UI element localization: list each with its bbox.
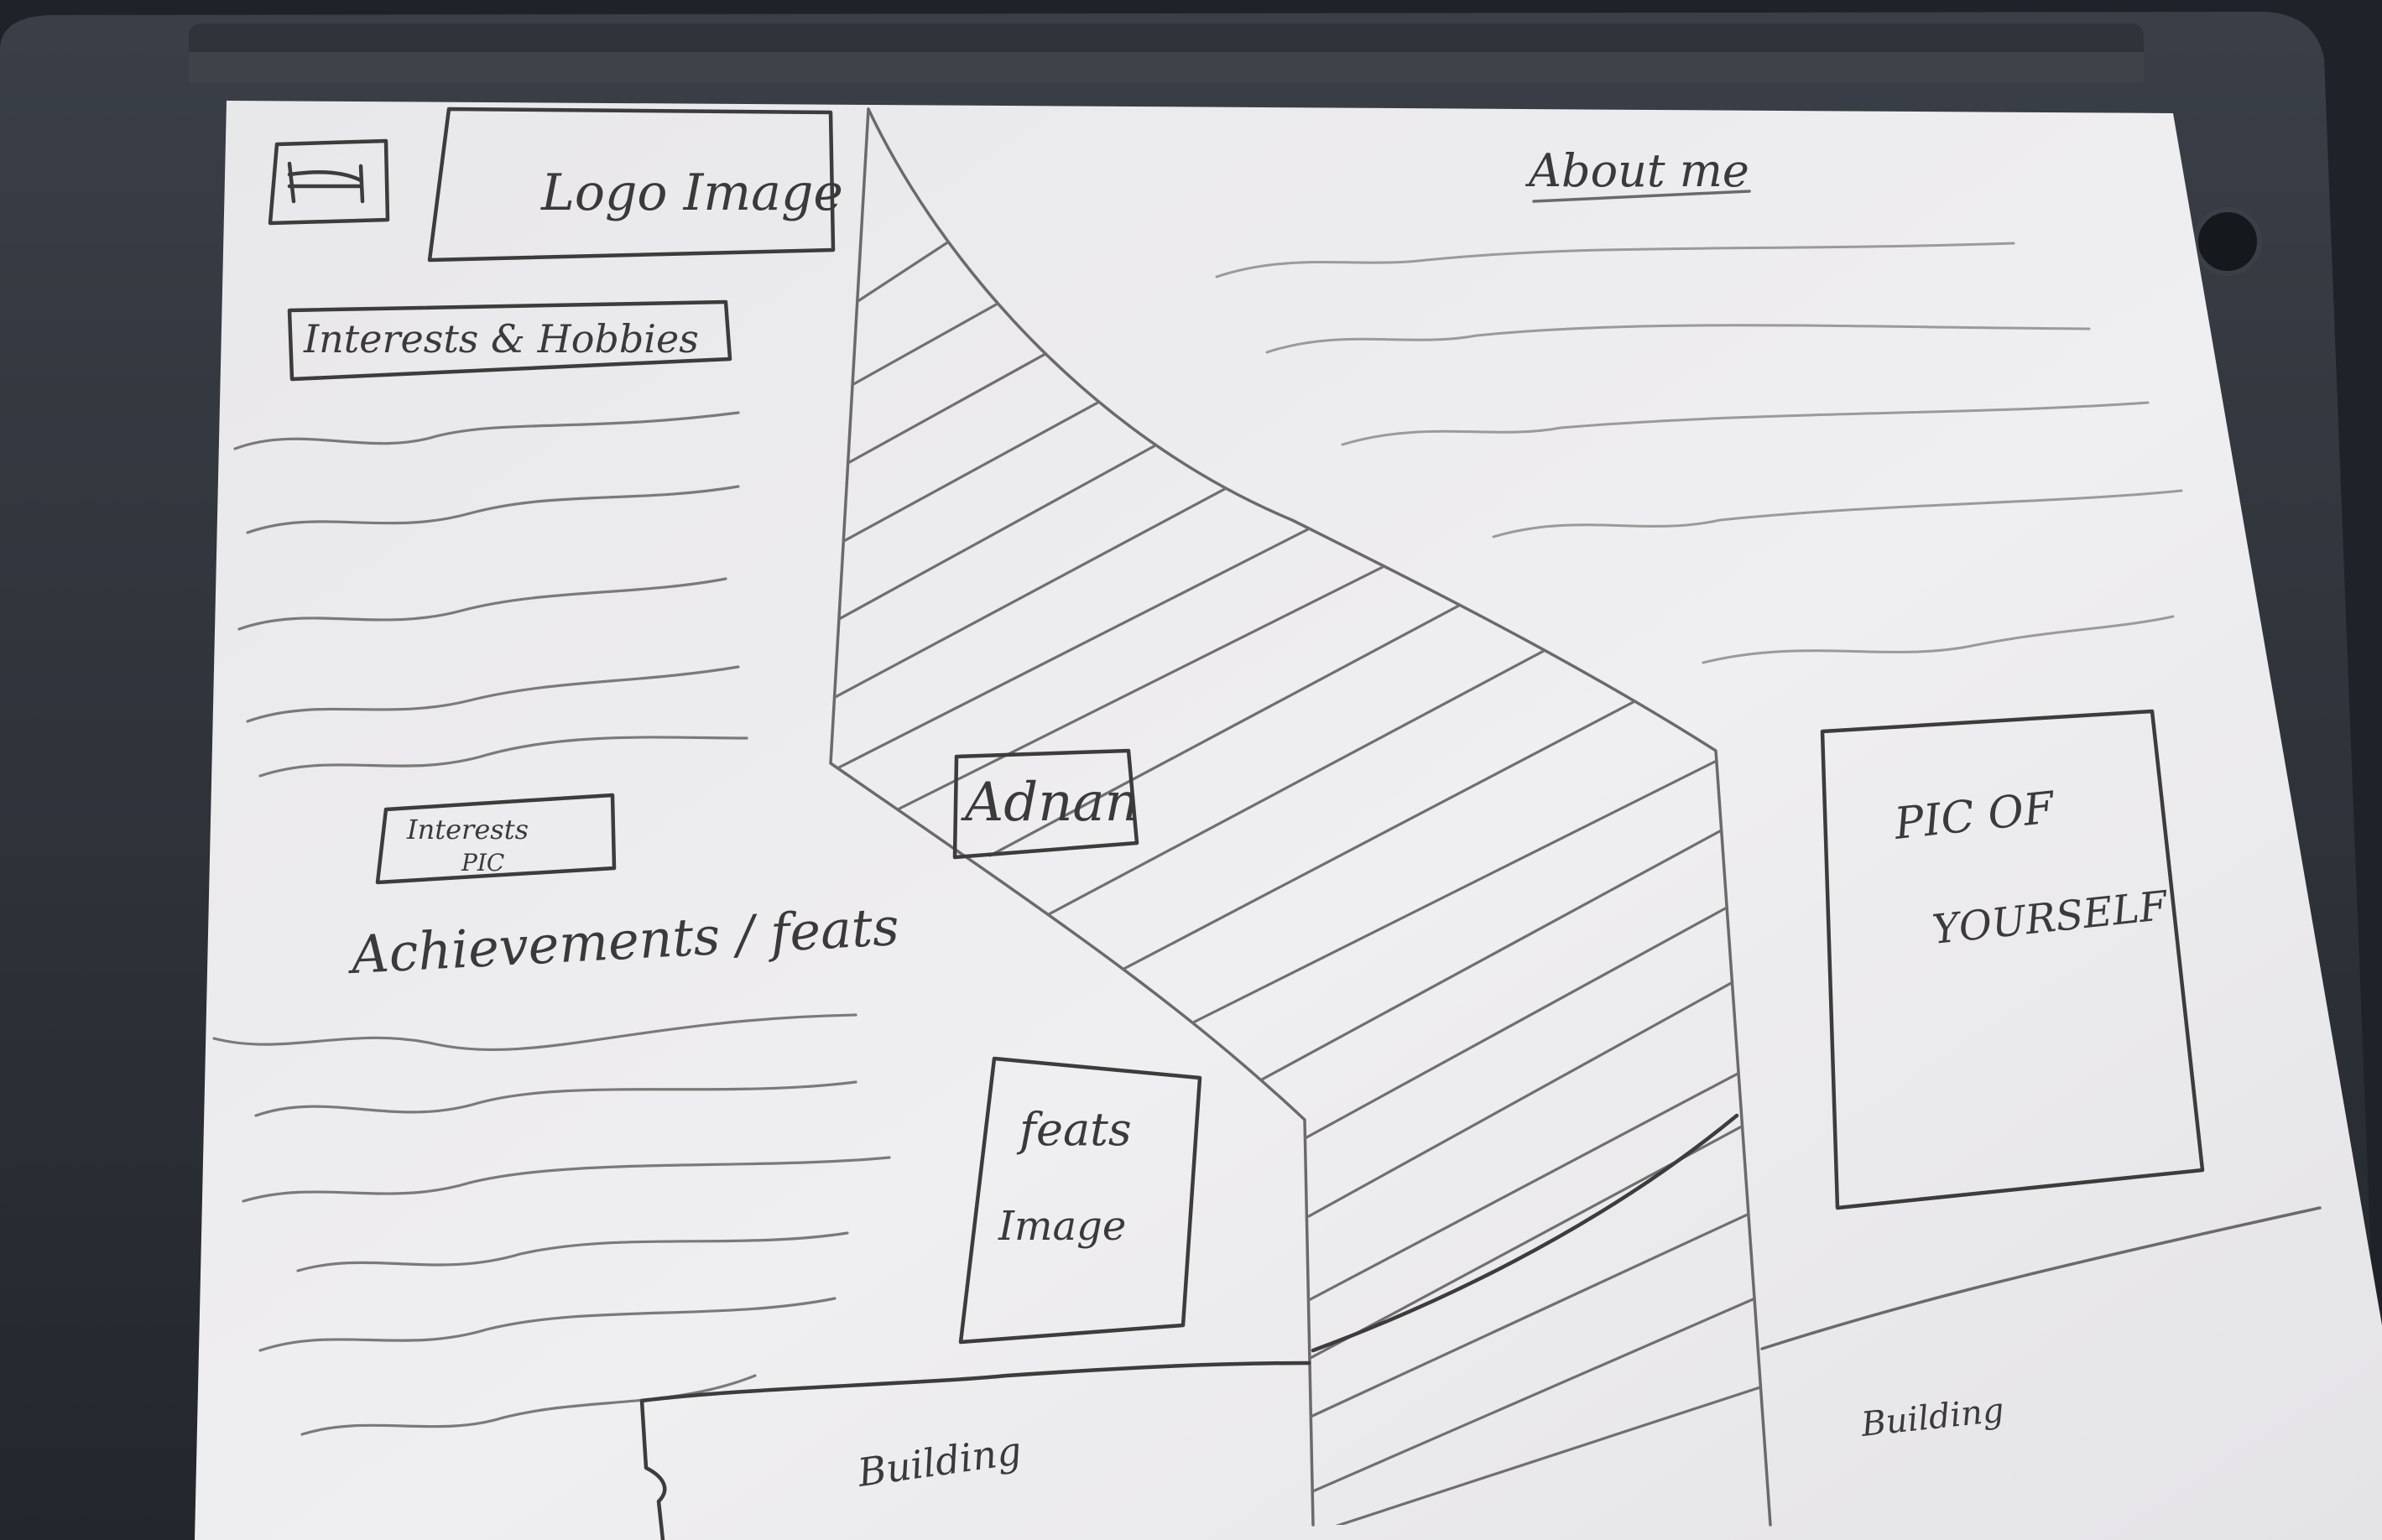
about-me-heading: About me — [1525, 144, 1749, 197]
interests-pic-label-1: Interests — [406, 814, 529, 845]
camera-lens-icon — [2193, 207, 2262, 276]
interests-text-lines — [233, 411, 748, 778]
name-box: Adnan — [952, 748, 1139, 860]
feats-image-box: feats Image — [958, 1056, 1202, 1345]
about-me-section: About me — [1215, 144, 2183, 664]
interests-hobbies-box: Interests & Hobbies — [287, 299, 732, 382]
name-label: Adnan — [961, 772, 1139, 834]
logo-mark-box — [268, 138, 390, 226]
achievements-text-lines — [212, 1013, 891, 1436]
logo-image-label: Logo Image — [540, 164, 843, 222]
hatched-band — [829, 107, 1772, 1527]
feats-image-label-1: feats — [1016, 1103, 1132, 1156]
interests-pic-box: Interests PIC — [375, 793, 617, 885]
interests-pic-label-2: PIC — [461, 849, 504, 877]
logo-image-box: Logo Image — [427, 107, 843, 263]
interests-hobbies-heading: Interests & Hobbies — [303, 316, 699, 362]
feats-image-label-2: Image — [998, 1203, 1126, 1250]
